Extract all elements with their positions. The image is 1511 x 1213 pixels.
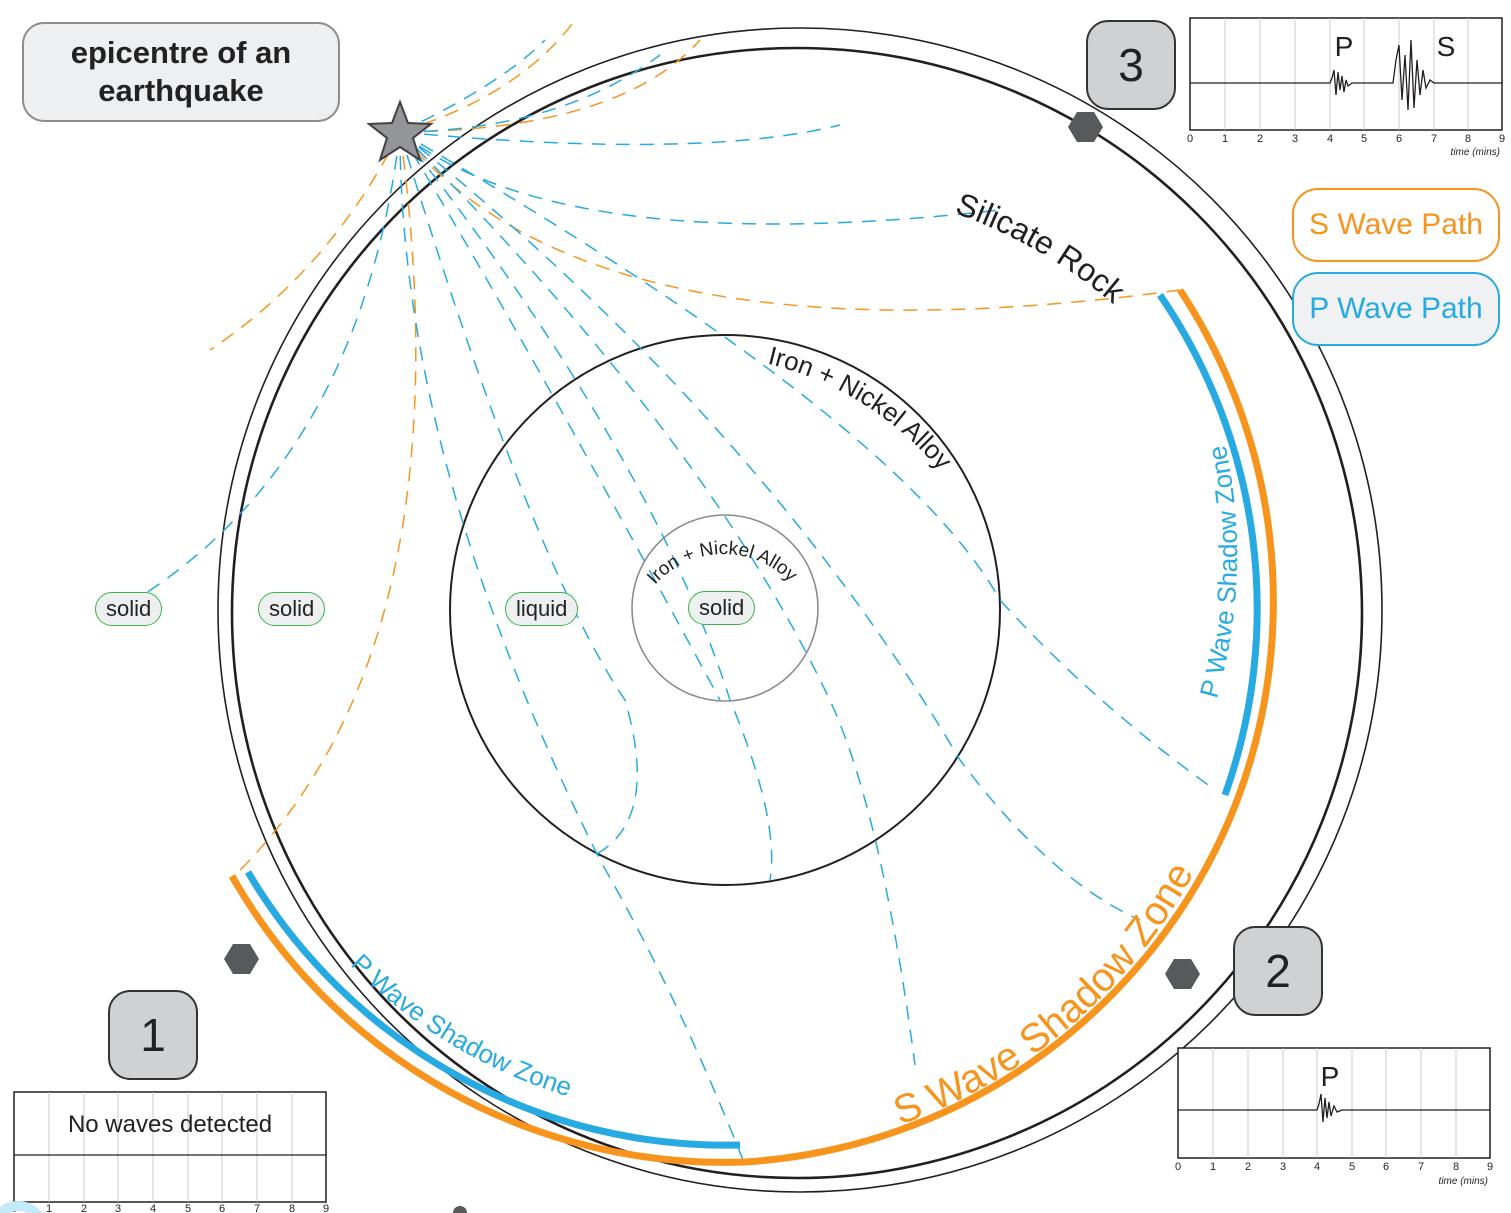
- p-wave-path-7: [399, 131, 638, 856]
- hexagon-icon: [1068, 112, 1103, 142]
- seismograph-3: [1189, 17, 1503, 131]
- s-wave-path-4: [399, 131, 1181, 311]
- svg-text:7: 7: [254, 1203, 260, 1213]
- svg-text:8: 8: [289, 1203, 295, 1213]
- outer-core-label: Iron + Nickel Alloy: [766, 340, 959, 475]
- p-wave-path-6: [399, 131, 746, 1166]
- p-shadow-band-lower: [244, 870, 741, 1149]
- seismograph-3-axis-label: time (mins): [1451, 147, 1500, 158]
- legend-s-wave: S Wave Path: [1292, 188, 1500, 262]
- svg-text:9: 9: [1499, 133, 1505, 145]
- svg-text:0: 0: [1175, 1161, 1181, 1173]
- svg-text:1: 1: [1222, 133, 1228, 145]
- svg-text:9: 9: [323, 1203, 329, 1213]
- s-wave-paths: [209, 19, 1181, 881]
- s-shadow-zone-label: S Wave Shadow Zone: [887, 855, 1202, 1133]
- svg-text:4: 4: [150, 1203, 156, 1213]
- s-shadow-band-right: [1177, 288, 1277, 800]
- star-icon: [366, 99, 434, 163]
- crust-label: Silicate Rock: [951, 186, 1132, 311]
- p-wave-path-10: [399, 131, 1141, 921]
- state-label-inner-core: solid: [688, 591, 756, 625]
- no-waves-message: No waves detected: [68, 1111, 272, 1138]
- p-wave-path-5: [134, 131, 401, 601]
- svg-text:8: 8: [1465, 133, 1471, 145]
- station-1-badge: 1: [108, 990, 198, 1080]
- state-label-crust: solid: [95, 592, 163, 626]
- s-wave-path-5: [229, 131, 417, 881]
- outer-core-boundary: [449, 334, 1001, 886]
- svg-text:7: 7: [1431, 133, 1437, 145]
- svg-text:3: 3: [1292, 133, 1298, 145]
- svg-text:5: 5: [1361, 133, 1367, 145]
- seismograph-2-p-label: P: [1321, 1061, 1340, 1092]
- svg-text:3: 3: [1280, 1161, 1286, 1173]
- station-markers: [224, 112, 1200, 989]
- svg-text:6: 6: [1396, 133, 1402, 145]
- svg-text:1: 1: [46, 1203, 52, 1213]
- svg-text:5: 5: [185, 1203, 191, 1213]
- hexagon-icon: [224, 944, 259, 974]
- station-2-badge: 2: [1233, 926, 1323, 1016]
- svg-text:0: 0: [1187, 133, 1193, 145]
- svg-text:3: 3: [115, 1203, 121, 1213]
- hexagon-icon: [1165, 959, 1200, 989]
- epicentre-callout: epicentre of an earthquake: [22, 22, 340, 122]
- seismograph-3-p-label: P: [1335, 31, 1354, 62]
- s-wave-path-2: [399, 39, 701, 133]
- p-wave-path-1: [399, 39, 546, 133]
- earth-surface-outer: [217, 27, 1383, 1193]
- svg-text:9: 9: [1487, 1161, 1493, 1173]
- seismograph-3-ticks: 0 1 2 3 4 5 6 7 8 9: [1187, 133, 1505, 145]
- svg-text:6: 6: [219, 1203, 225, 1213]
- seismograph-2: [1177, 1047, 1491, 1159]
- state-label-mantle: solid: [258, 592, 326, 626]
- p-wave-path-12: [399, 131, 721, 701]
- p-wave-path-2: [399, 54, 661, 133]
- svg-text:4: 4: [1327, 133, 1333, 145]
- svg-text:2: 2: [1257, 133, 1263, 145]
- p-wave-path-11: [399, 131, 1216, 791]
- svg-text:2: 2: [1245, 1161, 1251, 1173]
- s-shadow-band-lower: [228, 796, 1242, 1166]
- decorative-circle: [0, 1201, 43, 1213]
- p-wave-path-4: [399, 131, 1001, 225]
- p-shadow-band-upper: [1157, 293, 1261, 797]
- p-wave-path-3: [399, 124, 841, 146]
- inner-core-boundary: [631, 514, 819, 702]
- seismograph-2-axis-label: time (mins): [1439, 1176, 1488, 1187]
- legend-p-wave: P Wave Path: [1292, 272, 1500, 346]
- station-3-badge: 3: [1086, 20, 1176, 110]
- seismograph-2-ticks: 0 1 2 3 4 5 6 7 8 9: [1175, 1161, 1493, 1173]
- state-label-outer-core: liquid: [505, 592, 579, 626]
- svg-text:7: 7: [1418, 1161, 1424, 1173]
- seismograph-1: [13, 1091, 327, 1203]
- station-marker-partial: [453, 1206, 467, 1213]
- svg-text:5: 5: [1349, 1161, 1355, 1173]
- svg-text:4: 4: [1314, 1161, 1320, 1173]
- s-wave-path-1: [399, 19, 576, 133]
- svg-text:2: 2: [81, 1203, 87, 1213]
- p-shadow-zone-label-upper: P Wave Shadow Zone: [1194, 443, 1244, 701]
- p-wave-path-9: [399, 131, 916, 1066]
- s-wave-path-3: [209, 131, 401, 351]
- p-wave-paths: [134, 39, 1216, 1166]
- seismograph-3-s-label: S: [1437, 31, 1456, 62]
- svg-text:6: 6: [1383, 1161, 1389, 1173]
- svg-text:1: 1: [1210, 1161, 1216, 1173]
- mantle-boundary: [230, 46, 1364, 1180]
- svg-text:8: 8: [1453, 1161, 1459, 1173]
